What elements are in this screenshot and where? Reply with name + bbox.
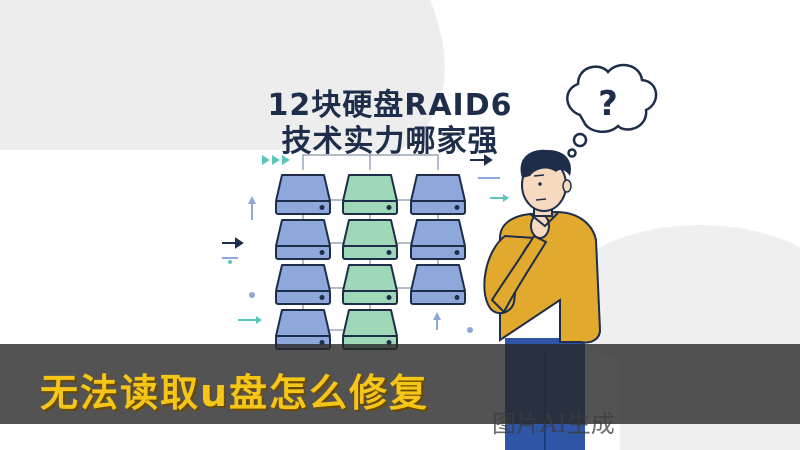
drive-icon (275, 219, 331, 260)
question-mark: ? (598, 84, 618, 124)
drive-grid (275, 174, 466, 350)
thought-bubble-icon: ? (566, 63, 658, 158)
drive-icon (342, 219, 398, 260)
background-blob (0, 0, 445, 150)
decorative-arrows (222, 154, 509, 333)
person-hair (520, 149, 572, 178)
headline-line-2: 技术实力哪家强 (281, 124, 499, 159)
headline-line-1: 12块硬盘RAID6 (267, 88, 513, 123)
person-collar (529, 212, 559, 228)
caption-text: 无法读取u盘怎么修复 (40, 371, 430, 415)
drive-icon (275, 174, 331, 215)
person-forearm (490, 234, 548, 314)
ai-generated-watermark: 图片AI生成 (492, 410, 615, 438)
drive-icon (410, 264, 466, 305)
caption-bar (0, 344, 800, 424)
drive-icon (275, 264, 331, 305)
arrow-icon (222, 154, 509, 330)
drive-icon (410, 219, 466, 260)
drive-icon (342, 174, 398, 215)
drive-icon (410, 174, 466, 215)
play-arrows-icon (262, 155, 290, 165)
drive-icon (342, 264, 398, 305)
